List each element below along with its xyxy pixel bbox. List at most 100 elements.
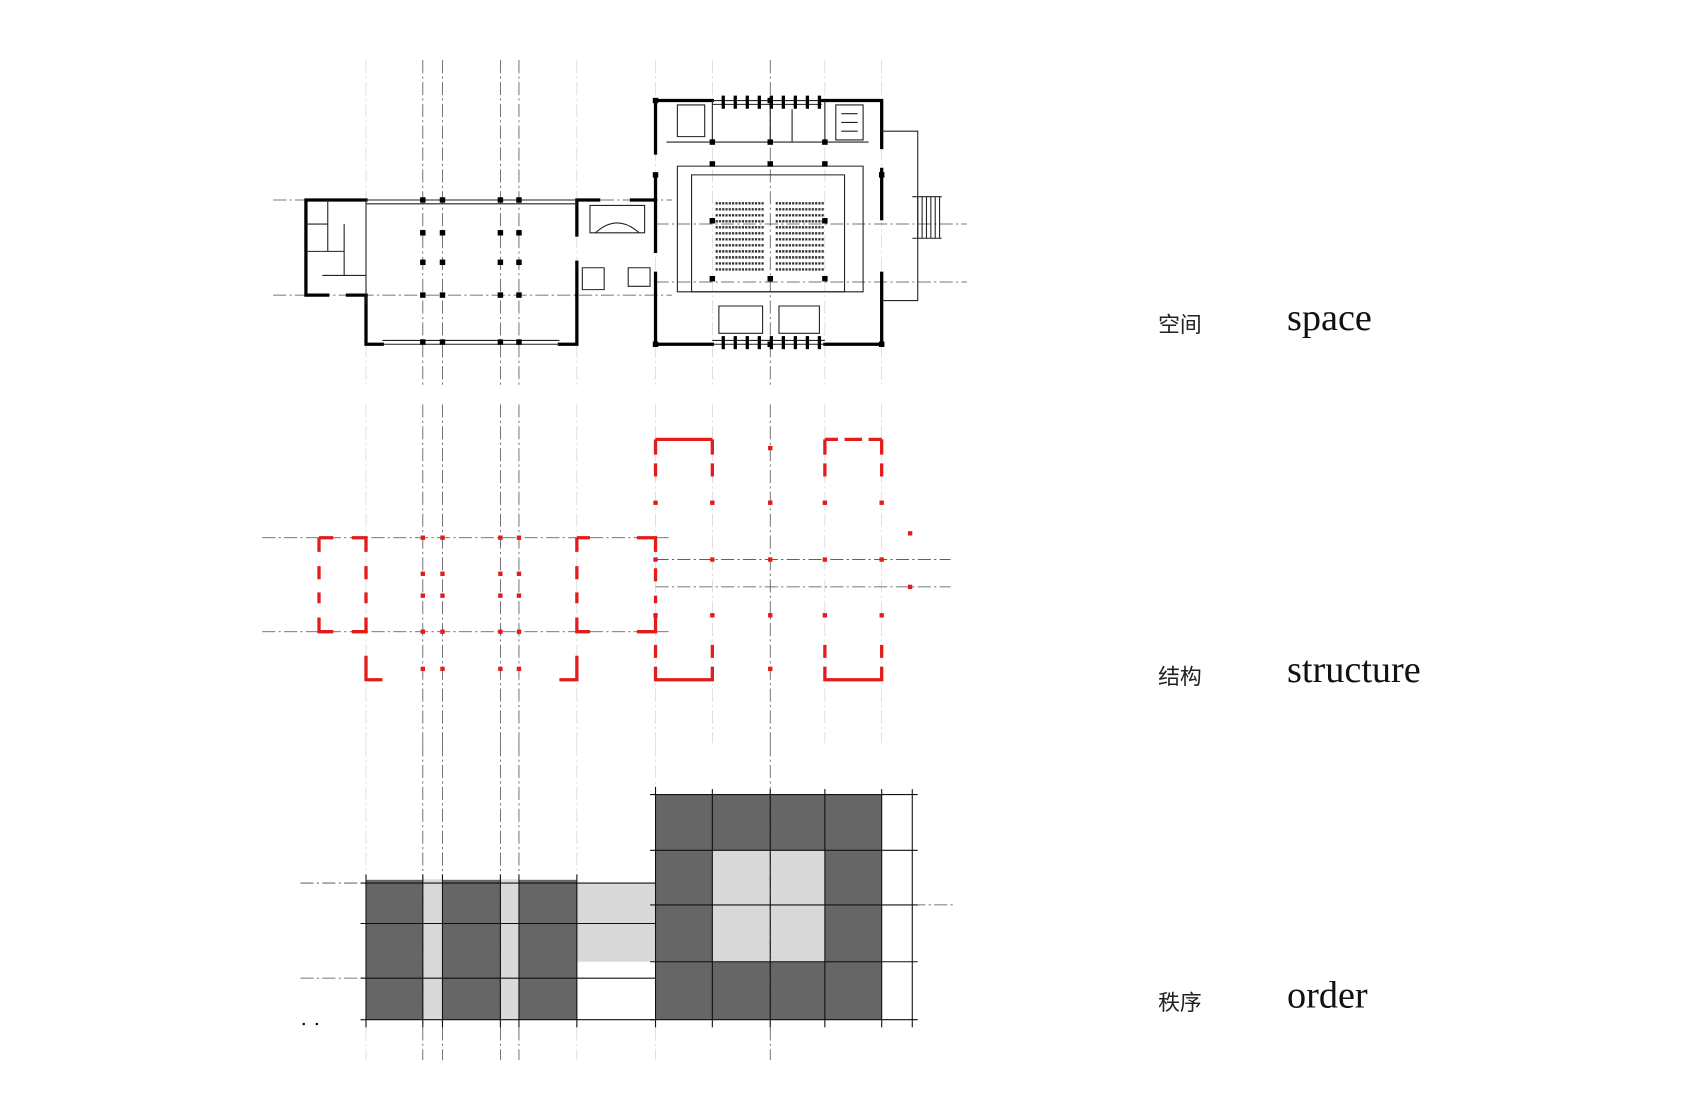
- structure-column: [768, 557, 773, 562]
- wall-thin: [718, 305, 820, 334]
- column: [767, 161, 773, 167]
- column: [439, 230, 446, 236]
- structure-column: [822, 557, 828, 562]
- column: [497, 197, 504, 203]
- structure-wall: [653, 644, 714, 682]
- column: [497, 339, 504, 345]
- wall-thick: [575, 198, 658, 297]
- column: [767, 139, 773, 145]
- column: [767, 341, 773, 347]
- structure-column: [516, 666, 522, 672]
- marker-dot: [315, 1022, 318, 1026]
- label-structure: 结构 structure: [1158, 649, 1421, 691]
- structure-column: [516, 535, 522, 540]
- column: [516, 197, 522, 203]
- column: [652, 172, 659, 178]
- structure-column: [420, 666, 425, 672]
- column: [497, 230, 504, 236]
- structure-column: [440, 629, 445, 634]
- structure-column: [653, 500, 658, 505]
- wall-thick: [304, 198, 368, 297]
- structure-column: [420, 629, 425, 634]
- structure-wall: [364, 655, 579, 682]
- column: [516, 230, 522, 236]
- column: [822, 139, 828, 145]
- structure-column: [420, 571, 425, 576]
- label-space: 空间 space: [1158, 297, 1372, 339]
- structure-column: [879, 500, 884, 505]
- structure-column: [768, 500, 773, 505]
- structure-wall: [823, 437, 884, 477]
- column: [420, 230, 426, 236]
- wall-thin: [366, 199, 577, 205]
- column: [709, 275, 716, 282]
- structure-column: [768, 445, 773, 451]
- wall-thin: [305, 200, 367, 304]
- wall-thin: [881, 130, 919, 302]
- structure-column: [710, 613, 715, 618]
- wall-thin: [589, 204, 646, 234]
- column: [709, 139, 716, 145]
- column: [709, 218, 716, 224]
- void-strip: [500, 879, 519, 1020]
- column: [420, 197, 426, 203]
- column: [420, 259, 426, 266]
- wall-thick: [653, 167, 884, 346]
- structure-column: [710, 500, 715, 505]
- wall-thick: [364, 293, 579, 346]
- void-zone: [576, 883, 656, 962]
- column: [439, 197, 446, 203]
- wall-thin: [691, 174, 846, 293]
- order-fills: [366, 794, 882, 1020]
- structure-wall: [653, 437, 714, 477]
- label-structure-en: structure: [1287, 649, 1421, 691]
- column: [497, 292, 504, 298]
- wall-thin: [712, 100, 822, 105]
- structure-column: [768, 613, 773, 618]
- structure-column: [498, 593, 503, 598]
- structure-column: [879, 557, 884, 562]
- structure-column: [710, 557, 715, 562]
- structure-column: [498, 666, 503, 672]
- structure-column: [516, 571, 522, 576]
- structure-column: [768, 666, 773, 672]
- structure-column: [440, 535, 445, 540]
- column: [420, 292, 426, 298]
- structure-column: [907, 531, 913, 536]
- order-diagram: [300, 743, 956, 1061]
- column: [420, 339, 426, 345]
- structure-column: [653, 557, 658, 562]
- column: [709, 161, 716, 167]
- column: [822, 161, 828, 167]
- wall-thick: [653, 98, 884, 155]
- structure-wall: [823, 644, 884, 682]
- space-columns: [420, 97, 885, 347]
- void-strip: [422, 879, 443, 1020]
- column: [516, 292, 522, 298]
- column: [652, 341, 659, 347]
- marker-dot: [302, 1022, 305, 1026]
- column: [652, 97, 659, 104]
- structure-column: [498, 629, 503, 634]
- label-order-en: order: [1287, 975, 1368, 1017]
- column: [439, 259, 446, 266]
- label-order-zh: 秩序: [1158, 991, 1202, 1016]
- void-zone: [712, 850, 825, 962]
- column: [822, 275, 828, 282]
- label-order: 秩序 order: [1158, 975, 1368, 1017]
- structure-column: [498, 571, 503, 576]
- structure-column: [822, 613, 828, 618]
- structure-wall: [317, 536, 368, 634]
- structure-elements: [317, 437, 913, 682]
- column: [822, 218, 828, 224]
- label-structure-zh: 结构: [1158, 665, 1202, 690]
- column: [767, 97, 773, 104]
- structure-column: [420, 535, 425, 540]
- structure-column: [440, 571, 445, 576]
- wall-thin: [676, 104, 864, 141]
- structure-column: [440, 666, 445, 672]
- structure-column: [653, 613, 658, 618]
- column: [516, 339, 522, 345]
- solid-zone: [366, 879, 577, 1020]
